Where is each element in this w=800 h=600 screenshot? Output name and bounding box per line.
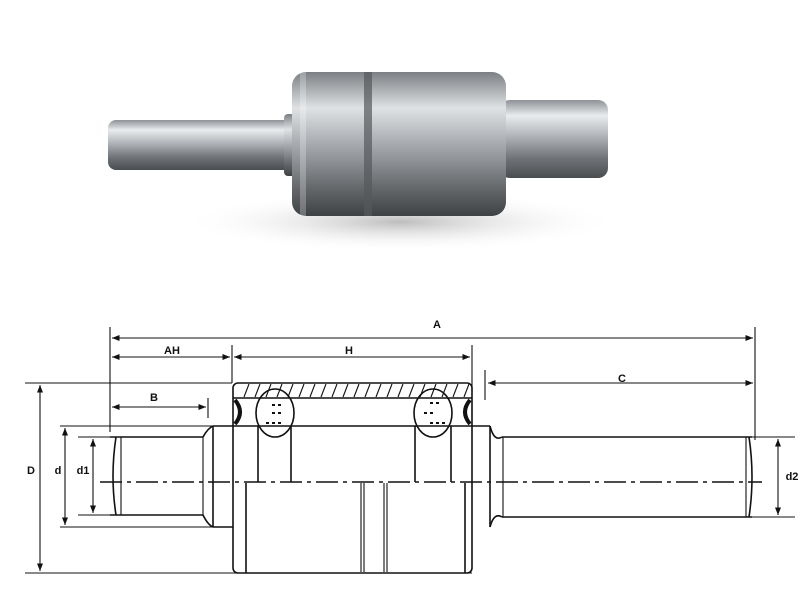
label-B: B: [150, 392, 158, 404]
hatch-line: [430, 383, 437, 398]
hatch-line: [309, 383, 316, 398]
label-C: C: [618, 373, 626, 385]
right-shaft-drawing: [489, 425, 753, 528]
label-H: H: [345, 345, 353, 357]
hatch-line: [342, 383, 349, 398]
hatch-line: [243, 383, 250, 398]
hatch-line: [386, 383, 393, 398]
photo-shadow: [180, 192, 620, 252]
hatch-line: [298, 383, 305, 398]
hatch-line: [331, 383, 338, 398]
hatch-line: [452, 383, 459, 398]
label-A: A: [433, 319, 441, 331]
hatch-line: [320, 383, 327, 398]
bearing-housing-photo: [292, 72, 506, 216]
left-shaft-photo: [108, 120, 296, 170]
technical-drawing: A AH H C B D d d1 d2: [25, 319, 799, 574]
bearing-housing-drawing: [232, 382, 490, 574]
bearing-photo: [108, 72, 620, 252]
label-d2: d2: [786, 471, 799, 483]
hatch-line: [254, 383, 261, 398]
hatch-line: [397, 383, 404, 398]
label-d1: d1: [77, 465, 90, 477]
left-ball: [255, 388, 295, 438]
housing-groove-photo: [364, 72, 372, 216]
hatch-line: [375, 383, 382, 398]
hatch-line: [463, 383, 470, 398]
label-d: d: [55, 465, 62, 477]
housing-highlight-photo: [300, 72, 306, 216]
hatch-line: [276, 383, 283, 398]
right-ball: [413, 388, 453, 438]
label-AH: AH: [164, 345, 180, 357]
hatch-line: [287, 383, 294, 398]
right-shaft-photo: [500, 100, 608, 178]
left-shaft-drawing: [110, 425, 233, 528]
right-seal: [463, 398, 472, 426]
left-seal: [233, 398, 242, 426]
hatch-line: [364, 383, 371, 398]
hatch-line: [408, 383, 415, 398]
label-D: D: [27, 465, 35, 477]
hatch-line: [441, 383, 448, 398]
hatch-line: [353, 383, 360, 398]
